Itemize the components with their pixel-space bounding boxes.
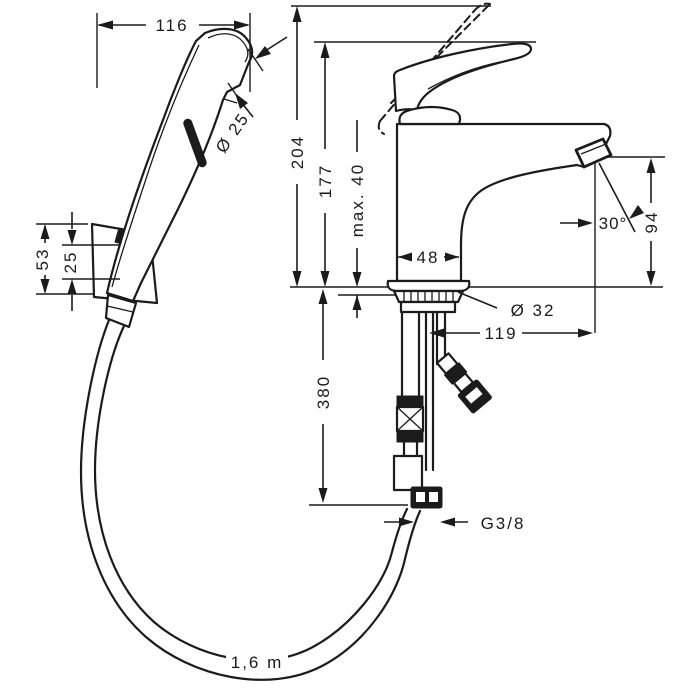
dim-53-label: 53 (33, 248, 52, 271)
handle-lever (392, 42, 533, 113)
wand-highlight-line (111, 44, 200, 288)
dim-119: 119 (429, 324, 593, 343)
pull-rod (424, 310, 435, 472)
hose-connector-nut (410, 486, 443, 509)
dimensions: 116 204 177 max. 40 48 (33, 6, 661, 672)
wand-hose-nut (104, 293, 138, 329)
hose-label-backing (226, 646, 288, 671)
dim-g38-label: G3/8 (481, 514, 526, 533)
spray-mode-button (183, 118, 207, 168)
dim-48-label: 48 (417, 248, 440, 267)
dim-30deg-label: 30° (599, 214, 628, 233)
faucet (377, 2, 613, 314)
dim-max40: max. 40 (348, 120, 367, 318)
dim-177: 177 (316, 42, 335, 287)
base-flange (386, 279, 471, 293)
handle-base-escutcheon (398, 105, 462, 126)
dim-119-label: 119 (484, 324, 517, 343)
hand-shower-wand (105, 27, 254, 303)
dim-94-label: 94 (642, 211, 661, 234)
flexible-supply-hose (435, 352, 492, 414)
dim-94: 94 (642, 158, 661, 286)
shower-hose (79, 318, 422, 681)
dim-30deg: 30° (560, 162, 644, 233)
dim-g38: G3/8 (384, 514, 526, 533)
left-tube-lower (402, 440, 419, 458)
left-supply-tube (400, 310, 421, 397)
dim-380: 380 (314, 289, 333, 503)
dim-25: 25 (61, 212, 120, 311)
dim-204: 204 (288, 6, 307, 287)
dim-204-label: 204 (288, 135, 307, 169)
hose-length-label: 1,6 m (231, 653, 284, 672)
hose-weight-block (392, 454, 424, 492)
faucet-body (395, 122, 612, 283)
wand-chin-line (223, 98, 238, 104)
dim-380-label: 380 (314, 375, 333, 409)
dim-25-label: 25 (61, 251, 80, 274)
wand-nut-band-line (106, 305, 134, 313)
spray-face-inner-line (207, 33, 249, 63)
dim-48: 48 (398, 248, 459, 267)
reference-lines (290, 5, 665, 506)
supply-connections (392, 310, 492, 509)
left-tube-fitting (395, 395, 425, 443)
dim-53: 53 (33, 223, 94, 295)
hose-outer-wall (79, 318, 422, 681)
dim-dia32: Ø 32 (457, 291, 556, 320)
dim-177-label: 177 (316, 164, 335, 198)
hose-inner-wall (93, 324, 409, 662)
dim-max40-label: max. 40 (348, 163, 367, 237)
handle-crease-line (427, 61, 501, 90)
hand-shower-assembly (90, 27, 254, 329)
mounting-shank (392, 289, 465, 314)
aerator-inner-line (580, 143, 607, 155)
dim-116-label: 116 (155, 16, 188, 35)
dim-dia32-label: Ø 32 (511, 301, 556, 320)
